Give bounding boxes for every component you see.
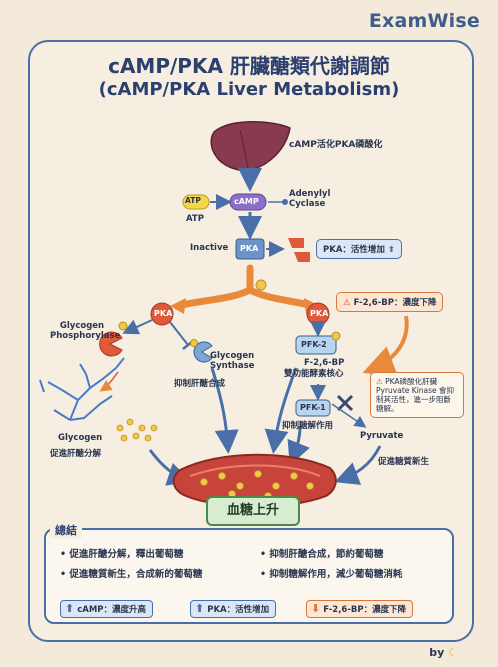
f26bp-label: F-2,6-BP [304, 358, 345, 368]
atp-chip: ATP [185, 196, 201, 205]
pka-left-icon [150, 302, 174, 326]
page-subtitle: (cAMP/PKA Liver Metabolism) [98, 79, 400, 100]
pfk2-label: PFK-2 [301, 340, 327, 349]
pyruvate-kinase-note: ⚠ PKA磷酸化肝臟 Pyruvate Kinase 會抑制其活性，進一步阻斷糖… [370, 372, 464, 418]
glycogen-label: Glycogen [58, 433, 103, 443]
pfk1-label: PFK-1 [300, 403, 326, 412]
top-note: cAMP活化PKA磷酸化 [289, 140, 383, 150]
cyclase-dot [282, 199, 288, 205]
summary-bullet-3: • 促進糖質新生，合成新的葡萄糖 [60, 569, 203, 580]
up-arrow-icon: ⬆ [387, 245, 395, 255]
brand-logo: ExamWise [368, 10, 480, 32]
chip-camp: ⬆cAMP：濃度升高 [60, 600, 154, 618]
up-arrow-icon: ⬆ [65, 602, 75, 615]
warning-small-icon: ⚠ [376, 377, 383, 386]
pka-activity-text: PKA：活性增加 [323, 245, 385, 255]
pka-to-phosphorylase-arrow [122, 319, 153, 335]
glycogen-phosphorylase-icon [99, 321, 128, 357]
liver-icon [210, 121, 291, 172]
blood-sugar-rise: 血糖上升 [206, 496, 300, 526]
glucose-dots [116, 418, 158, 442]
gluconeogenesis-label: 促進糖質新生 [378, 457, 430, 467]
pka-right-label: PKA [310, 309, 329, 318]
inhibit-glycolysis-label: 抑制糖解作用 [282, 421, 334, 431]
f26bp-callout: ⚠ F-2,6-BP：濃度下降 [336, 292, 444, 312]
inactive-label: Inactive [190, 243, 229, 253]
glycogen-phosphorylase-label: Glycogen Phosphorylase [50, 321, 121, 341]
phosphate-badge [255, 279, 267, 291]
camp-icon [229, 193, 267, 211]
bifunctional-core-label: 雙功能酵素核心 [284, 369, 344, 379]
chip-f26bp: ⬇F-2,6-BP：濃度下降 [306, 600, 414, 618]
pka-inhibits-synthase [169, 321, 189, 346]
pyruvate-label: Pyruvate [360, 431, 404, 441]
pka-activity-callout: PKA：活性增加 ⬆ [316, 239, 402, 259]
summary-bullet-1: • 促進肝醣分解，釋出葡萄糖 [60, 549, 184, 560]
f26bp-callout-text: F-2,6-BP：濃度下降 [353, 298, 437, 308]
down-arrow-icon: ⬇ [311, 602, 321, 615]
pyruvate-kinase-note-text: PKA磷酸化肝臟 Pyruvate Kinase 會抑制其活性，進一步阻斷糖解。 [376, 377, 455, 413]
glycogen-synthase-label: Glycogen Synthase [210, 351, 255, 371]
chip-pka: ⬆PKA：活性增加 [190, 600, 277, 618]
pka-active-subunits-icon [288, 238, 310, 262]
glycogen-tree-icon [39, 357, 125, 421]
pka-inactive-icon [235, 238, 265, 260]
glycogenolysis-label: 促進肝醣分解 [50, 449, 102, 459]
inhibit-glycogenesis-label: 抑制肝醣合成 [174, 379, 226, 389]
adenylyl-cyclase-label: Adenylyl Cyclase [289, 189, 331, 209]
up-arrow-icon: ⬆ [195, 602, 205, 615]
atp-icon [182, 194, 210, 210]
page-title: cAMP/PKA 肝臟醣類代謝調節 [108, 54, 390, 78]
atp-label: ATP [186, 214, 204, 224]
block-x-icon [336, 394, 354, 412]
split-arrow [174, 264, 316, 310]
summary-bullet-4: • 抑制糖解作用，減少葡萄糖消耗 [260, 569, 403, 580]
camp-chip: cAMP [234, 197, 259, 206]
signature: by ☾ [429, 646, 458, 659]
pka-left-label: PKA [154, 309, 173, 318]
glycogen-synthase-icon [190, 339, 213, 363]
warning-icon: ⚠ [343, 298, 351, 308]
summary-title: 總結 [50, 522, 82, 538]
pka-inactive-chip: PKA [240, 244, 259, 253]
summary-bullet-2: • 抑制肝醣合成，節約葡萄糖 [260, 549, 384, 560]
pfk2-icon [295, 331, 341, 355]
banana-icon: ☾ [448, 646, 458, 659]
